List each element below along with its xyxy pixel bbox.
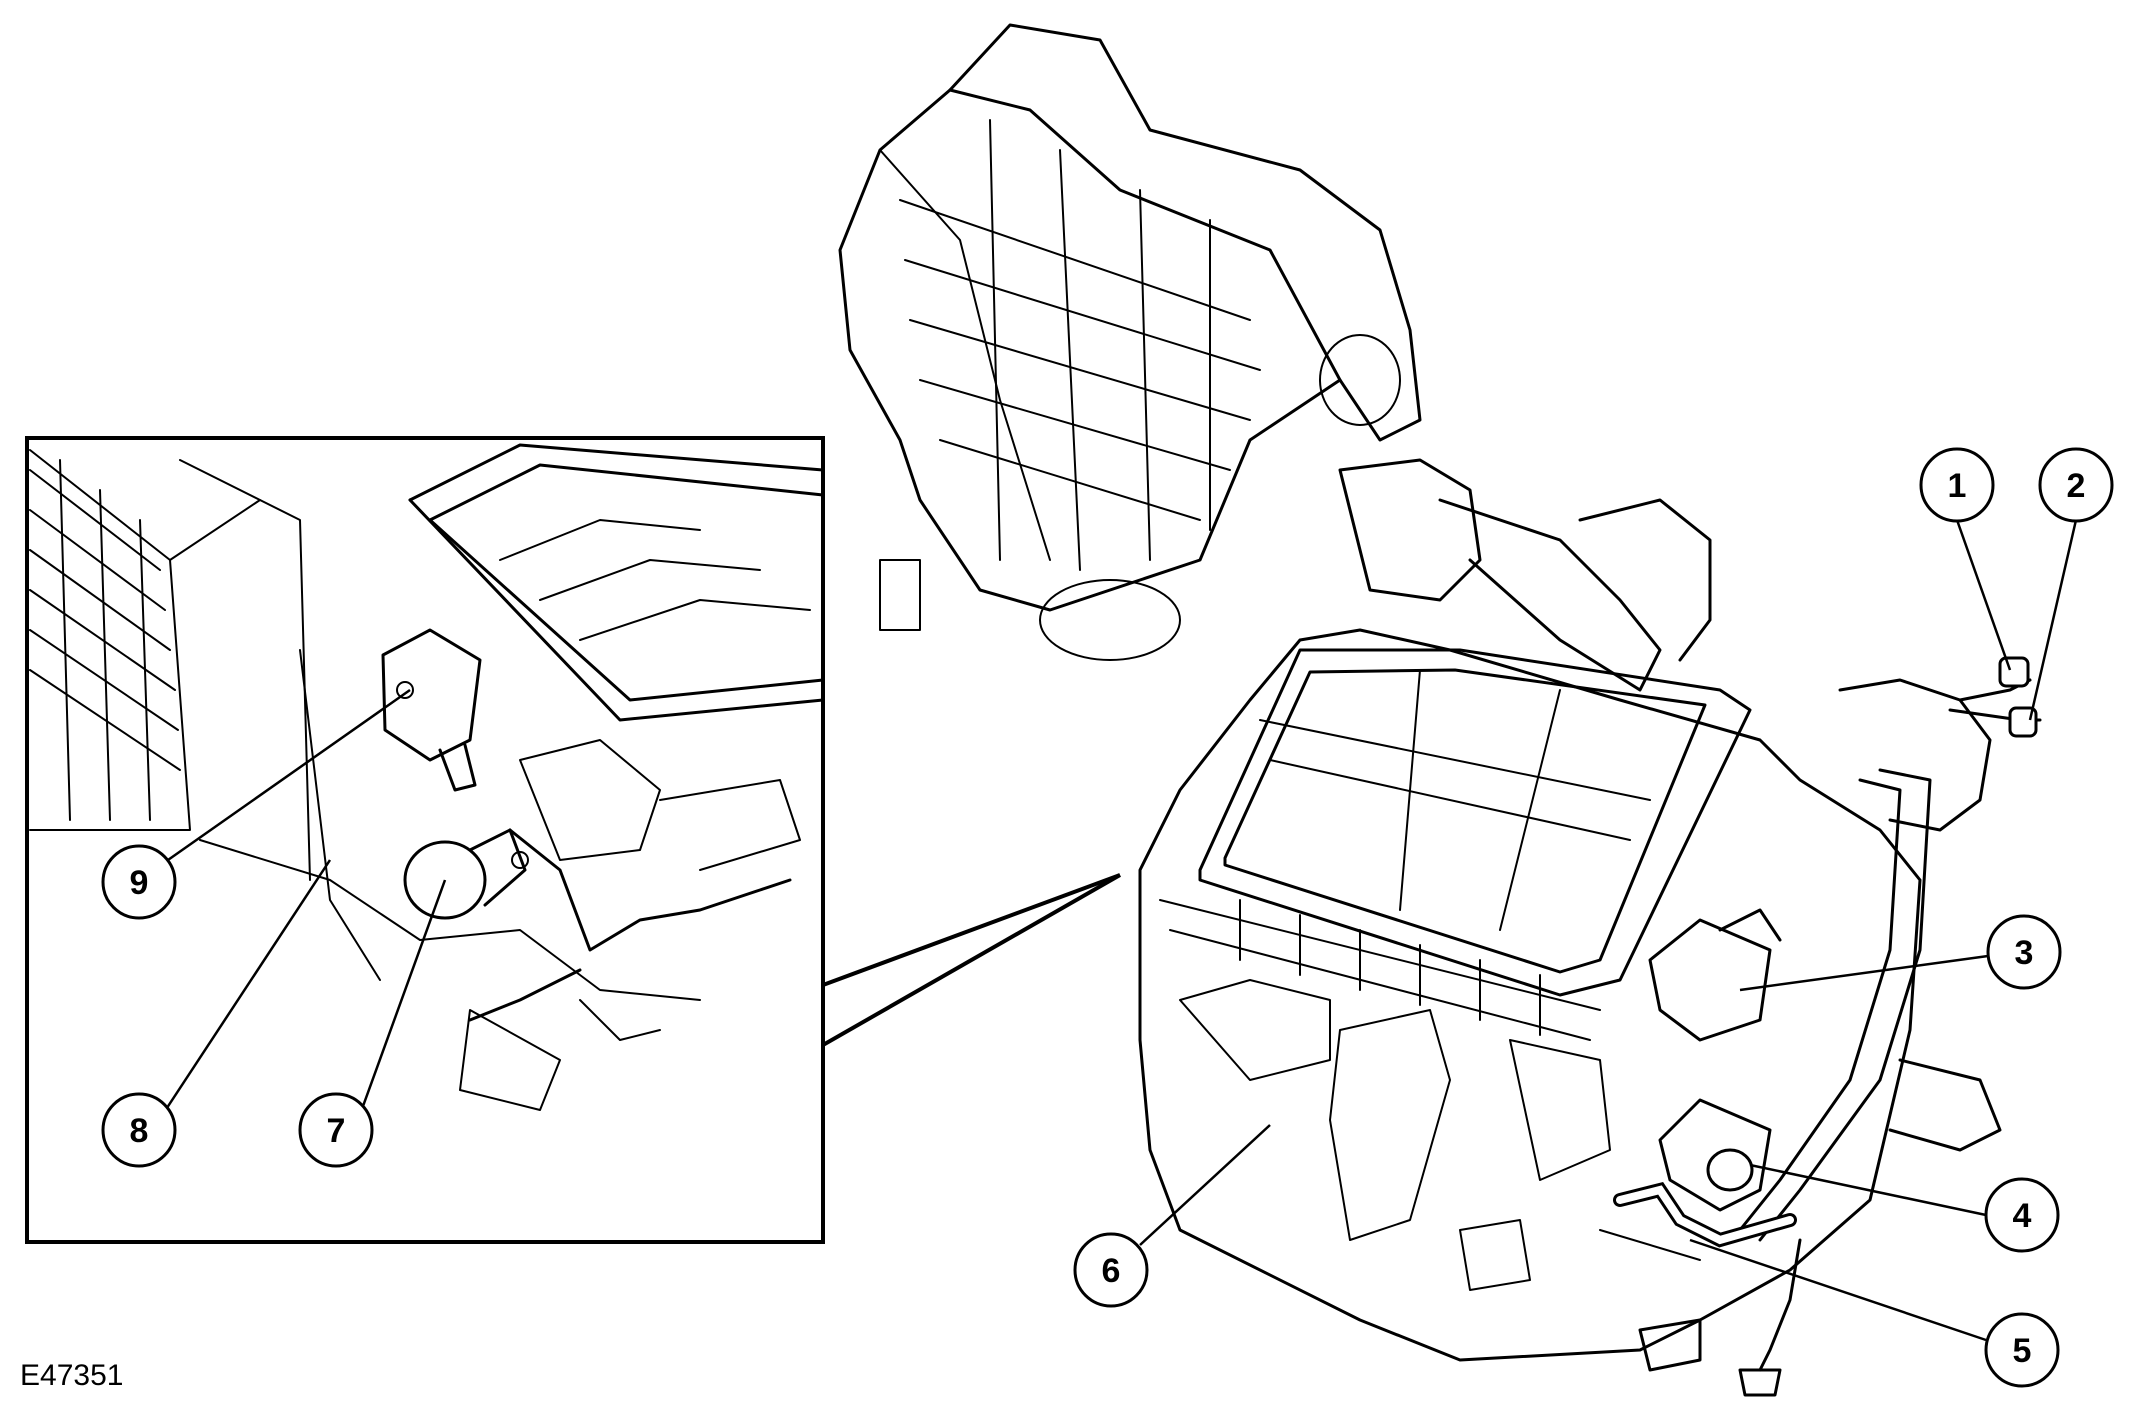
callout-6: 6 [1073,1232,1149,1308]
callout-2: 2 [2038,447,2114,523]
actuator-3-shape [1648,908,1782,1042]
callout-1: 1 [1919,447,1995,523]
leader-lines [157,519,2078,1342]
pipe-end-2-shape [2008,706,2038,738]
inset-connector [822,873,1121,1047]
hvac-main-assembly [838,23,2042,1397]
callout-6-label: 6 [1102,1252,1121,1290]
callout-1-label: 1 [1948,467,1967,505]
callout-9-label: 9 [130,864,149,902]
callout-7-label: 7 [327,1112,346,1150]
actuator-9-shape [381,628,482,792]
callout-3-label: 3 [2015,934,2034,972]
callout-7: 7 [298,1092,374,1168]
callout-4-label: 4 [2013,1197,2032,1235]
callout-2-label: 2 [2067,467,2086,505]
callout-5: 5 [1984,1312,2060,1388]
callout-3: 3 [1986,914,2062,990]
pipe-end-1-shape [1998,656,2030,688]
callout-5-label: 5 [2013,1332,2032,1370]
actuator-4-shape [1658,1098,1772,1212]
callout-9: 9 [101,844,177,920]
callout-8: 8 [101,1092,177,1168]
callout-8-label: 8 [130,1112,149,1150]
callout-4: 4 [1984,1177,2060,1253]
figure-id: E47351 [20,1359,123,1392]
filter-frame [1198,648,1752,997]
hose-5-shape [1613,1182,1797,1248]
